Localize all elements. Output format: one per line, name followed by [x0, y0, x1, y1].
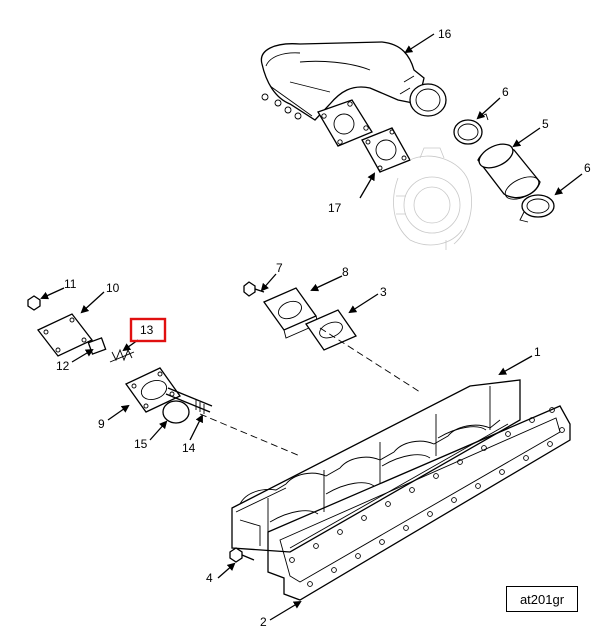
- turbocharger-ghost-outline: [393, 147, 472, 250]
- callout-17: 17: [328, 201, 342, 215]
- part-5-hose-sleeve: [477, 143, 541, 200]
- part-4-bolt: [229, 547, 255, 563]
- part-3-gasket: [305, 309, 357, 351]
- callout-4: 4: [206, 571, 213, 585]
- callout-13-highlight-box: [129, 317, 167, 343]
- assembly-line-left: [199, 413, 301, 457]
- callout-1: 1: [534, 345, 541, 359]
- callout-7: 7: [276, 261, 283, 275]
- part-6-clamp-upper: [453, 113, 489, 145]
- part-6-clamp-lower: [519, 194, 555, 223]
- part-2-manifold-gasket: [267, 405, 571, 601]
- part-17-gasket: [361, 127, 411, 173]
- part-7-bolt: [243, 281, 265, 297]
- callout-15: 15: [134, 437, 148, 451]
- part-13-spring: [109, 348, 135, 363]
- part-1-exhaust-manifold: [231, 379, 521, 553]
- callout-labels: 16 17 6 5 6 7 8 3 1 11 10 12 13 9 15 14 …: [56, 27, 591, 629]
- callout-leaders: [40, 33, 583, 621]
- callout-8: 8: [342, 265, 349, 279]
- part-14-stud: [165, 387, 213, 414]
- callout-6-upper: 6: [502, 85, 509, 99]
- callout-3: 3: [380, 285, 387, 299]
- part-16-elbow-pipe: [260, 41, 447, 147]
- callout-13: 13: [140, 323, 154, 337]
- figure-reference-code: at201gr: [506, 586, 578, 612]
- part-11-bolt: [27, 295, 41, 311]
- callout-9: 9: [98, 417, 105, 431]
- callout-6-lower: 6: [584, 161, 591, 175]
- callout-10: 10: [106, 281, 120, 295]
- callout-11: 11: [64, 277, 77, 291]
- callout-16: 16: [438, 27, 452, 41]
- callout-5: 5: [542, 117, 549, 131]
- part-10-cover-plate: [36, 313, 94, 357]
- callout-12: 12: [56, 359, 70, 373]
- assembly-line-upper: [319, 327, 421, 393]
- part-15-o-ring: [162, 400, 190, 424]
- callout-2: 2: [260, 615, 267, 629]
- callout-14: 14: [182, 441, 196, 455]
